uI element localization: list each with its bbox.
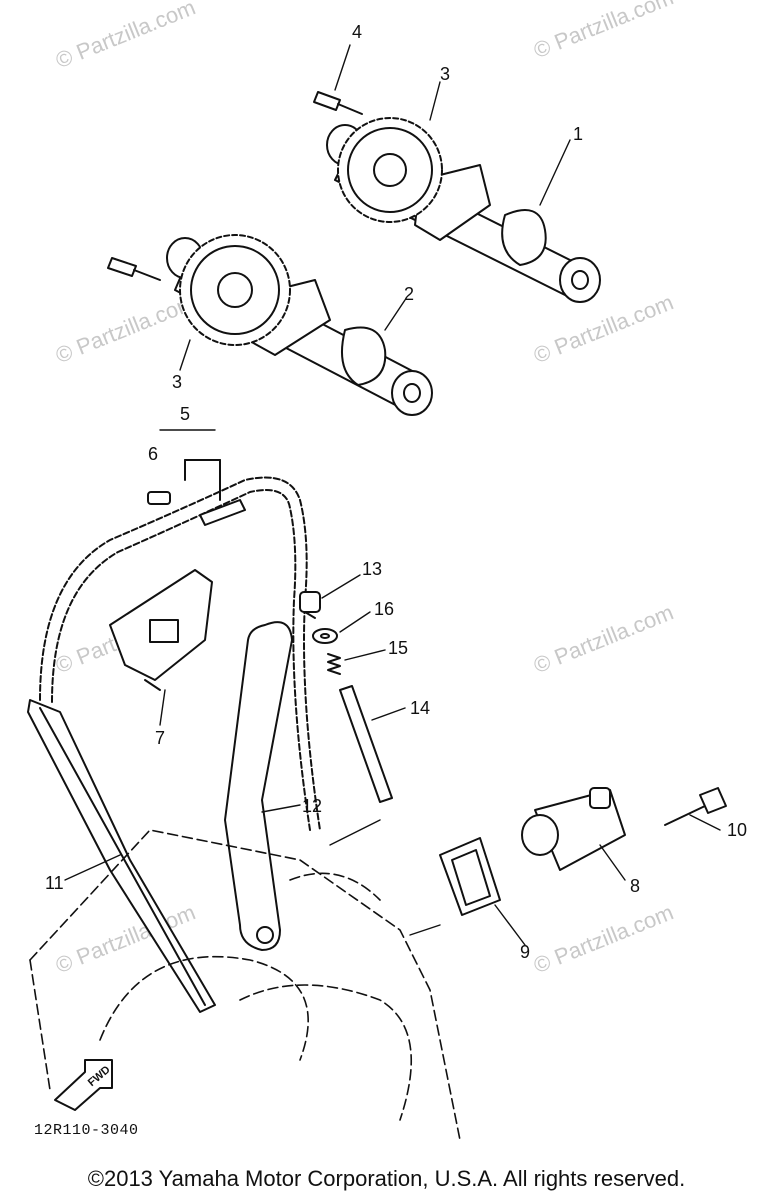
callout-15: 15: [388, 638, 408, 658]
chain-joint: [147, 459, 221, 505]
bolt-4: [313, 91, 363, 115]
callout-16: 16: [374, 599, 394, 619]
callout-1: 1: [573, 124, 583, 144]
callout-10: 10: [727, 820, 747, 840]
cylinder-outline: [29, 829, 461, 1141]
callout-14: 14: [410, 698, 430, 718]
callout-4: 4: [352, 22, 362, 42]
gasket-9: [439, 837, 501, 916]
fwd-arrow-icon: [54, 1059, 113, 1111]
callout-9: 9: [520, 942, 530, 962]
stud-14: [339, 685, 393, 803]
bolt-10: [664, 787, 727, 826]
callout-11: 11: [45, 873, 64, 893]
callout-7: 7: [155, 728, 165, 748]
copyright-notice: ©2013 Yamaha Motor Corporation, U.S.A. A…: [87, 1166, 686, 1191]
cam-chain: [39, 476, 321, 831]
leader-lines: [64, 44, 721, 946]
callout-13: 13: [362, 559, 382, 579]
callout-labels: 4 3 1 2 3 5 6 7 13 16 15 14 12 11 10 8 9…: [45, 22, 747, 1089]
callout-6: 6: [148, 444, 158, 464]
chain-guide-top: [109, 569, 213, 691]
tensioner-bolt-13: [299, 591, 321, 619]
callout-2: 2: [404, 284, 414, 304]
callout-12: 12: [302, 796, 322, 816]
bolt-lower: [107, 257, 161, 281]
diagram-code: 12R110-3040: [34, 1122, 139, 1139]
cam-sprocket-upper: [337, 117, 443, 223]
callout-8: 8: [630, 876, 640, 896]
callout-3-upper: 3: [440, 64, 450, 84]
callout-3-lower: 3: [172, 372, 182, 392]
chain-guide-11: [27, 699, 216, 1013]
callout-5: 5: [180, 404, 190, 424]
spring-15: [327, 653, 341, 675]
washer-16: [312, 628, 338, 644]
chain-tensioner-8: [521, 787, 626, 871]
cam-sprocket-lower: [179, 234, 291, 346]
chain-guide-12: [224, 621, 293, 951]
